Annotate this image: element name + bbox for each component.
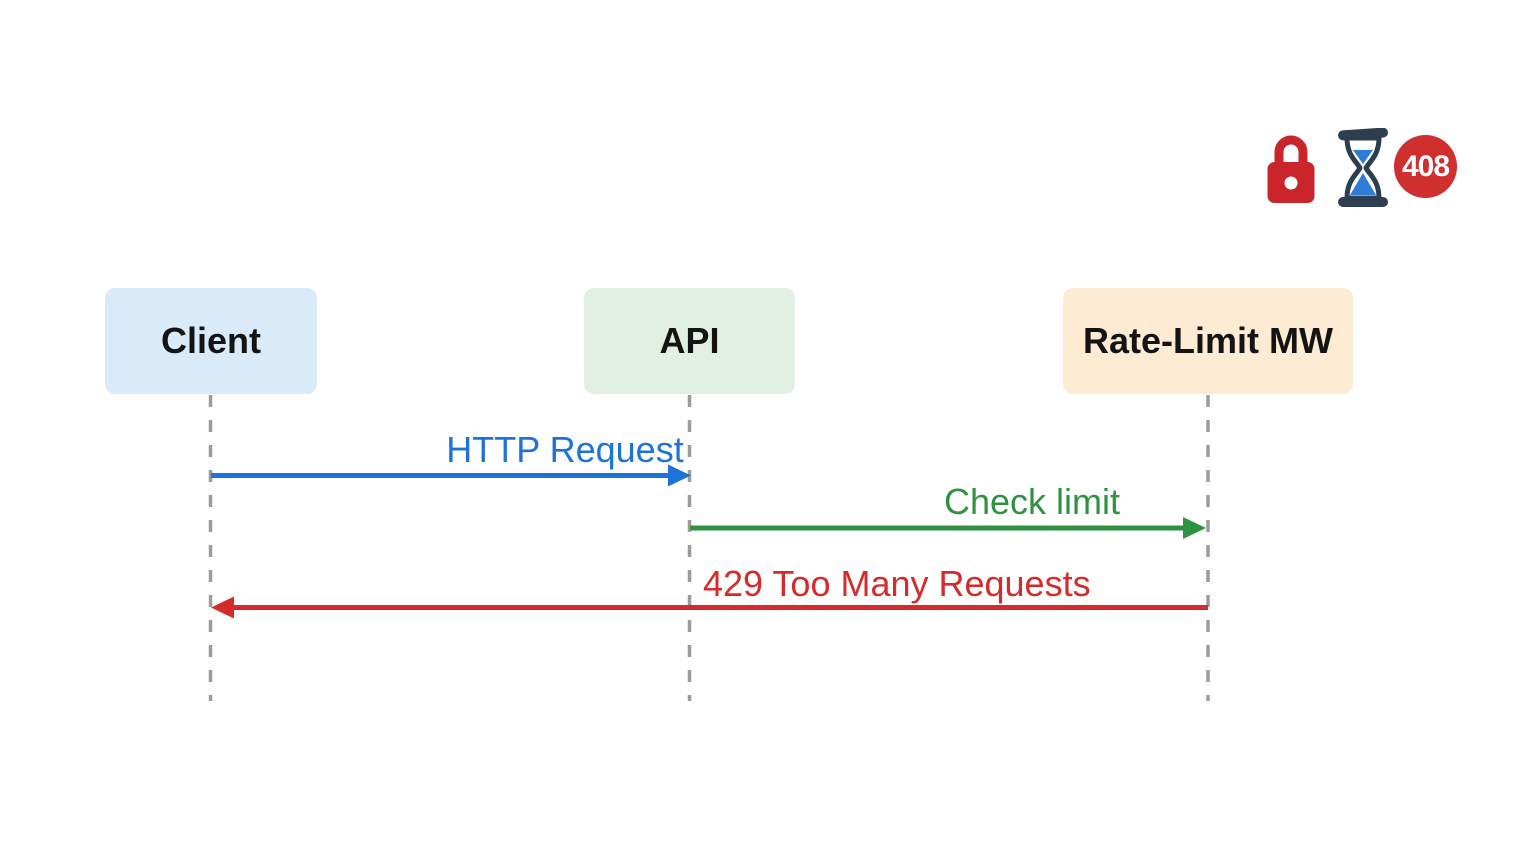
hourglass-cap-bottom — [1338, 197, 1388, 207]
lock-keyhole — [1284, 176, 1298, 190]
message-label-check-limit: Check limit — [943, 481, 1121, 522]
lock-icon — [1266, 126, 1316, 209]
message-label-http-request: HTTP Request — [446, 429, 684, 470]
hourglass-icon — [1336, 127, 1390, 213]
arrow-check-limit-head — [1183, 517, 1206, 539]
hourglass-sand-bottom — [1350, 173, 1376, 195]
lock-shackle — [1274, 135, 1308, 166]
status-icon-row: 408 — [1260, 120, 1470, 215]
status-408-badge: 408 — [1394, 135, 1457, 198]
arrow-429-head — [211, 596, 234, 619]
hourglass-sand-top — [1353, 150, 1373, 164]
participant-api: API — [584, 288, 795, 394]
arrow-http-request-head — [668, 464, 691, 487]
message-label-429-too-many-requests: 429 Too Many Requests — [703, 563, 1091, 604]
hourglass-cap-top — [1338, 127, 1388, 141]
participant-client: Client — [105, 288, 317, 394]
participant-rate-limit-mw: Rate-Limit MW — [1063, 288, 1353, 394]
